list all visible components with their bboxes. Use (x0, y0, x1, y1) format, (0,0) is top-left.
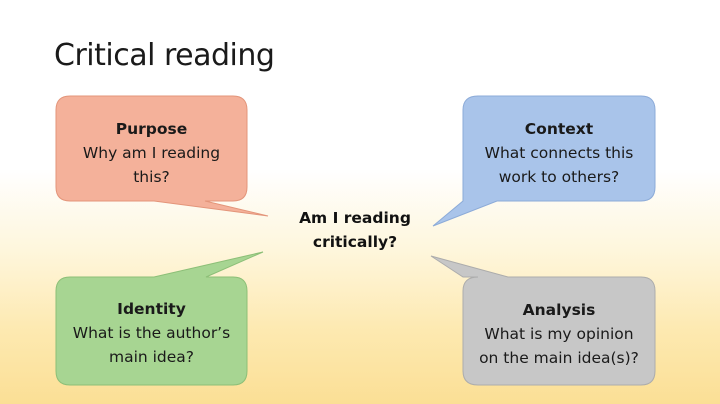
analysis-line-1: What is my opinion (484, 325, 634, 343)
identity-callout: Identity What is the author’s main idea? (56, 297, 247, 369)
context-callout-shape (432, 95, 656, 227)
identity-heading: Identity (117, 300, 186, 318)
purpose-callout-shape (55, 95, 269, 217)
analysis-heading: Analysis (522, 301, 596, 319)
context-heading: Context (524, 120, 594, 138)
purpose-line-1: Why am I reading (82, 144, 221, 162)
analysis-callout: Analysis What is my opinion on the main … (463, 298, 655, 370)
identity-line-2: main idea? (108, 348, 195, 366)
purpose-line-2: this? (133, 168, 170, 186)
purpose-callout: Purpose Why am I reading this? (56, 117, 247, 189)
context-line-1: What connects this (484, 144, 634, 162)
analysis-line-2: on the main idea(s)? (479, 349, 639, 367)
central-question-line-2: critically? (312, 233, 398, 251)
identity-line-1: What is the author’s (72, 324, 231, 342)
analysis-callout-shape (430, 255, 656, 386)
central-question-line-1: Am I reading (299, 209, 411, 227)
central-question: Am I reading critically? (270, 206, 440, 254)
identity-callout-shape (55, 251, 264, 386)
context-callout: Context What connects this work to other… (463, 117, 655, 189)
slide-title: Critical reading (54, 38, 275, 73)
purpose-heading: Purpose (115, 120, 188, 138)
context-line-2: work to others? (498, 168, 620, 186)
